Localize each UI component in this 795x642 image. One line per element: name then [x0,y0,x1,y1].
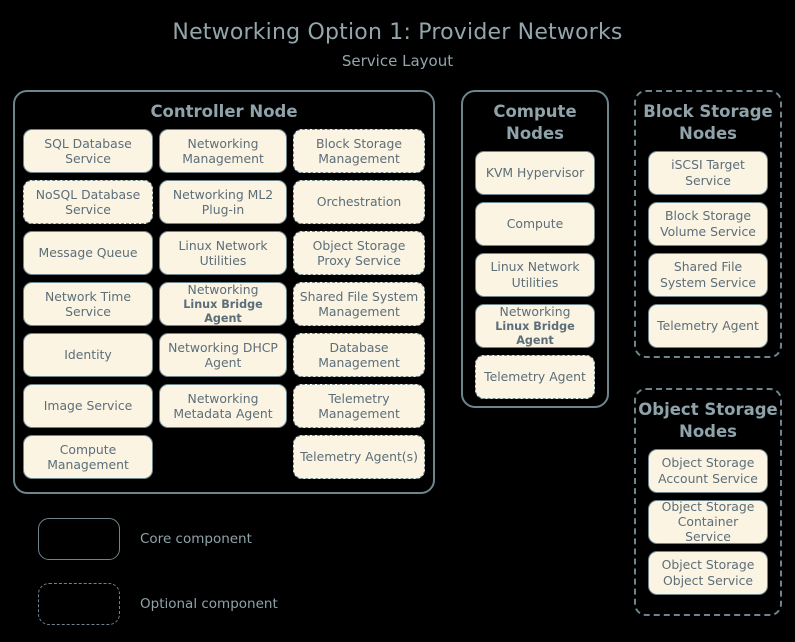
service-label: Object Storage Proxy Service [312,237,406,268]
service-box[interactable]: Block Storage Volume Service [648,201,768,246]
node-title-compute: Compute Nodes [493,102,577,143]
service-box[interactable]: Shared File System Service [648,252,768,297]
service-label: Linux Network Utilities [490,259,580,290]
service-box[interactable]: Identity [23,332,153,377]
controller-service-grid: SQL Database Service Networking Managemen… [15,128,433,479]
legend-label-core: Core component [140,531,252,547]
service-box[interactable]: Object Storage Account Service [648,448,768,493]
service-label: Block Storage Management [316,135,402,166]
legend-swatch-core [38,518,120,560]
service-box[interactable]: Telemetry Management [293,383,425,428]
service-box[interactable]: Linux Network Utilities [159,230,287,275]
service-box[interactable]: Compute Management [23,434,153,479]
service-label: Identity [64,347,112,363]
service-box[interactable]: Networking DHCP Agent [159,332,287,377]
service-label: Networking Metadata Agent [173,390,273,421]
service-box[interactable]: Compute [475,201,595,246]
service-box[interactable]: Object Storage Container Service [648,498,768,545]
service-box[interactable]: Telemetry Agent(s) [293,434,425,479]
service-label: iSCSI Target Service [671,157,745,188]
service-box[interactable]: Networking ML2 Plug-in [159,179,287,224]
service-sublabel: Linux Bridge Agent [183,298,263,325]
node-block-storage: Block Storage Nodes iSCSI Target Service… [634,90,782,358]
service-label: Message Queue [38,245,138,261]
service-label: KVM Hypervisor [485,164,585,180]
service-label: Compute Management [47,441,129,472]
node-title-controller: Controller Node [150,102,298,121]
service-label: Networking [499,303,571,319]
node-title-object-storage: Object Storage Nodes [638,400,778,441]
service-label: Shared File System Service [660,259,756,290]
service-label: Linux Network Utilities [178,237,268,268]
service-sublabel: Linux Bridge Agent [495,319,575,347]
service-label: Orchestration [316,194,402,210]
service-label: Networking Management [182,135,264,166]
service-label: Telemetry Agent(s) [300,449,418,465]
service-box[interactable]: Object Storage Object Service [648,550,768,595]
service-label: Object Storage Account Service [658,455,758,486]
service-label: SQL Database Service [44,135,132,166]
page-title: Networking Option 1: Provider Networks [172,20,623,45]
node-title-block-storage: Block Storage Nodes [643,102,773,143]
service-label: Network Time Service [45,288,131,319]
service-label: Object Storage Container Service [661,498,755,545]
grid-spacer [159,435,287,479]
service-box[interactable]: Database Management [293,332,425,377]
service-box[interactable]: Message Queue [23,230,153,275]
service-label: Telemetry Agent [657,317,759,333]
service-label: Networking DHCP Agent [168,339,278,370]
service-box[interactable]: Networking Management [159,128,287,173]
legend-core: Core component [38,518,252,560]
service-label: Telemetry Agent [484,368,586,384]
service-label: Block Storage Volume Service [660,208,756,239]
service-label: Shared File System Management [299,288,419,319]
service-box[interactable]: Telemetry Agent [475,354,595,399]
service-box[interactable]: Telemetry Agent [648,303,768,348]
service-label: NoSQL Database Service [35,186,141,217]
service-box[interactable]: Networking Metadata Agent [159,383,287,428]
legend-optional: Optional component [38,583,278,625]
service-box[interactable]: SQL Database Service [23,128,153,173]
node-object-storage: Object Storage Nodes Object Storage Acco… [634,388,782,616]
service-box[interactable]: iSCSI Target Service [648,150,768,195]
service-label: Compute [506,215,564,231]
service-box[interactable]: Object Storage Proxy Service [293,230,425,275]
legend-label-optional: Optional component [140,596,278,612]
service-box[interactable]: Image Service [23,383,153,428]
service-box[interactable]: Shared File System Management [293,281,425,326]
service-label: Telemetry Management [318,390,400,421]
legend-swatch-optional [38,583,120,625]
service-label: Image Service [43,398,133,414]
service-box[interactable]: Orchestration [293,179,425,224]
service-label: Database Management [318,339,400,370]
service-box[interactable]: Linux Network Utilities [475,252,595,297]
service-box[interactable]: KVM Hypervisor [475,150,595,195]
page-subtitle: Service Layout [341,52,454,71]
service-label: Object Storage Object Service [661,557,755,588]
service-label: Networking [187,282,259,298]
title-block: Networking Option 1: Provider Networks S… [0,0,795,70]
service-box[interactable]: Network Time Service [23,281,153,326]
service-box[interactable]: NoSQL Database Service [23,179,153,224]
service-box[interactable]: Block Storage Management [293,128,425,173]
service-label: Networking ML2 Plug-in [172,186,274,217]
